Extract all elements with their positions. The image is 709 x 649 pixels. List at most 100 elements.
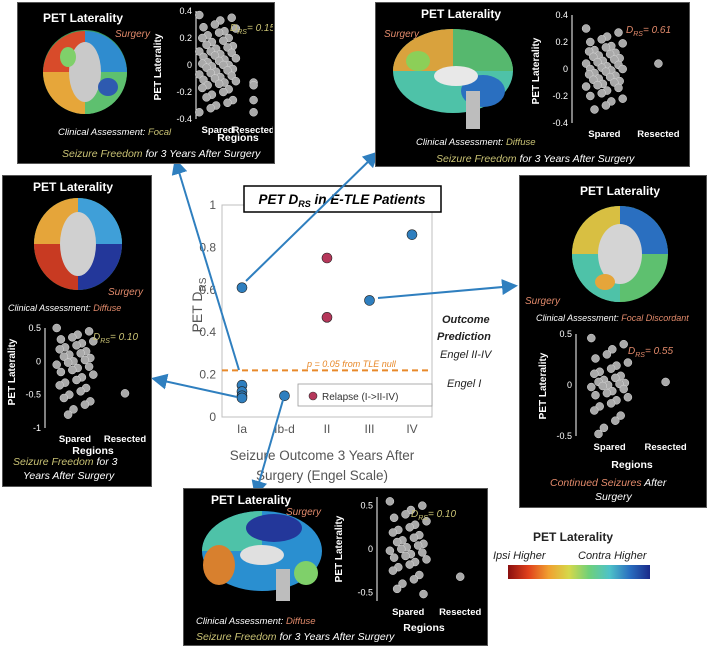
panel-top-left: PET Laterality Surgery Clinical Assessme… [17,2,275,164]
mini-ytick-label: 0.2 [555,37,568,47]
main-plot-area [221,204,433,418]
mini-xlabel: Regions [217,132,259,143]
mini-spared-point [401,551,410,561]
mini-ytick-label: 0 [368,544,373,554]
main-xtick-label: II [324,422,331,436]
mini-ytick-label: 0.5 [28,323,41,333]
mini-spared-point [59,393,69,403]
mini-spared-point [602,388,612,398]
mini-ylabel: PET Laterality [531,37,542,104]
main-data-point [321,252,333,264]
mini-spared-point [388,566,398,575]
outcome-prediction-line1: Outcome [442,314,490,326]
main-data-point [364,295,375,306]
clinical-assessment: Clinical Assessment: Diffuse [8,303,122,313]
mini-spared-point [418,501,427,510]
mini-spared-point [422,517,431,526]
brain-axial-image [572,206,668,302]
mini-spared-point [89,370,98,379]
main-xlabel-line1: Seizure Outcome 3 Years After [230,448,415,463]
mini-resected-point [249,81,258,90]
mini-spared-point [618,94,627,103]
colorbar-right-label: Contra Higher [578,550,647,562]
mini-spared-point [202,40,211,49]
colorbar-left-label: Ipsi Higher [493,550,546,562]
panel-title: PET Laterality [421,7,502,21]
main-xtick-label: III [364,422,374,436]
mini-spared-point [52,323,61,333]
mini-spared-point [599,423,609,433]
brain-sagittal-image [393,29,513,129]
mini-spared-point [392,584,402,594]
mini-xtick-label: Spared [392,607,424,618]
mini-spared-point [405,560,414,569]
mini-ytick-label: 0.5 [360,501,373,511]
mini-spared-point [601,101,611,110]
mini-spared-point [409,533,419,542]
panel-top-right: PET Laterality Surgery Clinical Assessme… [375,2,690,167]
mini-spared-point [597,35,606,44]
mini-spared-point [59,352,69,361]
mini-spared-point [68,365,77,375]
mini-xlabel: Regions [403,622,445,634]
mini-spared-point [198,83,207,93]
mini-spared-point [223,98,232,108]
panel-mid-right: PET Laterality Surgery Clinical Assessme… [519,175,707,508]
mini-spared-point [219,36,228,45]
mini-xtick-label: Resected [644,442,686,453]
mini-xtick-label: Resected [104,434,146,445]
mini-spared-point [618,64,627,74]
mini-spared-point [388,528,398,537]
colorbar [508,565,650,579]
mini-spared-point [202,93,211,102]
mini-spared-point [55,345,64,354]
mini-spared-point [219,87,228,97]
mini-spared-point [231,24,241,33]
mini-resected-point [654,59,663,68]
mini-spared-point [385,546,395,555]
mini-ylabel: PET Laterality [538,352,549,419]
mini-spared-point [56,335,66,344]
arrow-to-top-right [245,151,379,282]
panel-title: PET Laterality [43,11,124,25]
clinical-assessment: Clinical Assessment: Diffuse [416,137,536,148]
mini-xtick-label: Spared [59,434,91,445]
arrow-to-top-left [171,158,240,371]
mini-resected-point [249,95,258,105]
surgery-label: Surgery [286,507,322,518]
mini-spared-point [401,510,410,519]
panel-footer: Seizure Freedom for 3 Years After Surger… [62,148,261,160]
mini-spared-point [195,10,204,20]
mini-spared-point [611,373,620,383]
mini-spared-point [76,387,85,396]
mini-spared-point [590,406,599,415]
main-xtick-label: Ib-d [274,422,295,436]
main-ytick-label: 0.2 [199,368,216,382]
main-xtick-label: Ia [237,422,247,436]
mini-xtick-label: Resected [232,125,273,136]
mini-spared-point [80,400,90,409]
mini-spared-point [593,80,602,90]
main-data-point [236,282,248,293]
mini-spared-point [616,411,625,420]
mini-spared-point [619,339,628,349]
mini-drs: DRS= 0.61 [626,25,671,38]
main-data-point [321,312,333,323]
engel-high-label: Engel II-IV [440,349,493,361]
mini-ylabel: PET Laterality [153,33,164,100]
mini-spared-point [231,54,241,63]
mini-resected-point [249,108,258,117]
mini-ytick-label: 0 [187,60,192,70]
mini-spared-point [52,360,61,369]
mini-spared-point [591,354,600,363]
mini-spared-point [586,91,595,101]
clinical-assessment: Clinical Assessment: Diffuse [196,616,316,627]
mini-spared-point [618,39,627,48]
mini-spared-point [590,369,599,379]
panel-bottom-center: PET Laterality Surgery Clinical Assessme… [183,488,488,646]
mini-spared-point [199,22,208,32]
mini-spared-point [587,382,596,392]
